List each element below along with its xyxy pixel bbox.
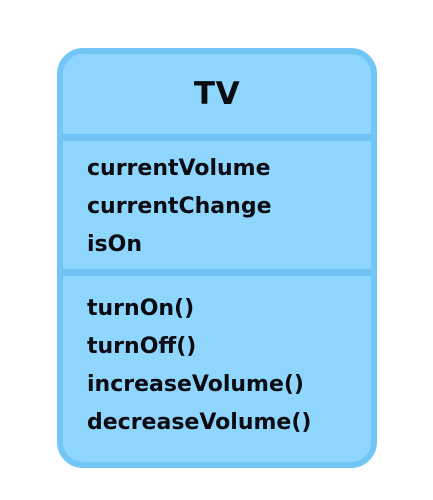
methods-divider bbox=[63, 269, 371, 276]
attribute-item: currentChange bbox=[87, 194, 272, 219]
method-item: decreaseVolume() bbox=[87, 410, 312, 435]
class-name: TV bbox=[193, 76, 241, 112]
attribute-item: isOn bbox=[87, 232, 142, 257]
attribute-item: currentVolume bbox=[87, 156, 271, 181]
method-item: increaseVolume() bbox=[87, 372, 304, 397]
attributes-divider bbox=[63, 134, 371, 141]
method-item: turnOff() bbox=[87, 334, 197, 359]
attributes-list: currentVolume currentChange isOn bbox=[87, 150, 272, 264]
uml-class-box: TV currentVolume currentChange isOn turn… bbox=[57, 48, 377, 468]
method-item: turnOn() bbox=[87, 296, 195, 321]
methods-list: turnOn() turnOff() increaseVolume() decr… bbox=[87, 290, 311, 442]
class-name-section: TV bbox=[63, 54, 371, 134]
